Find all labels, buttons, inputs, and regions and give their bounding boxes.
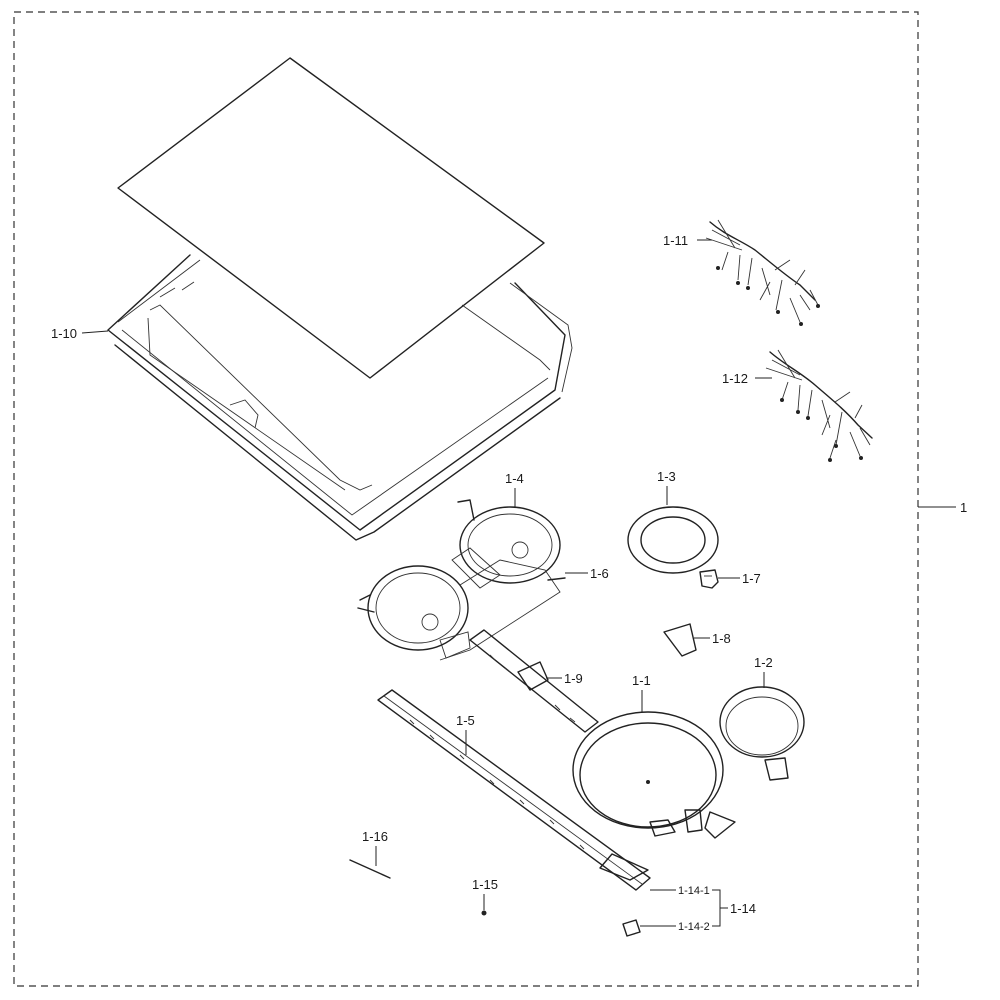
callout-1-10: 1-10 — [51, 326, 109, 341]
callout-1-4: 1-4 — [505, 471, 524, 508]
coil-ring-1-3 — [627, 506, 719, 574]
label-1-10: 1-10 — [51, 326, 77, 341]
plate-1-8 — [663, 623, 697, 657]
label-1-14-1: 1-14-1 — [678, 885, 710, 897]
assembly-callout: 1 — [918, 500, 967, 515]
callout-1-14-1: 1-14-1 — [650, 885, 710, 897]
sensor-clip-1-7 — [699, 569, 719, 589]
label-1-11: 1-11 — [663, 233, 688, 248]
label-1-14: 1-14 — [730, 901, 756, 916]
medium-coil-1-2 — [719, 686, 805, 781]
rail-1-5 — [377, 689, 651, 891]
callout-1-7: 1-7 — [718, 571, 761, 586]
rod-1-16 — [349, 859, 391, 879]
callout-1-14: 1-14 — [712, 889, 756, 927]
coil-bracket-assembly — [357, 499, 566, 661]
label-1-16: 1-16 — [362, 829, 388, 844]
callout-1-16: 1-16 — [362, 829, 388, 866]
glass-top-plate — [117, 57, 545, 379]
label-1-15: 1-15 — [472, 877, 498, 892]
callout-1-6: 1-6 — [565, 566, 609, 581]
wire-harness-1-11 — [705, 219, 820, 326]
callout-1-2: 1-2 — [754, 655, 773, 688]
callout-1-14-2: 1-14-2 — [640, 921, 710, 933]
callout-1-3: 1-3 — [657, 469, 676, 505]
callout-1-1: 1-1 — [632, 673, 651, 712]
label-1-14-2: 1-14-2 — [678, 921, 710, 933]
screw-1-15: 1-15 — [472, 877, 498, 916]
large-coil-1-1 — [572, 711, 736, 839]
callout-1-11: 1-11 — [663, 233, 712, 248]
callout-1-5: 1-5 — [456, 713, 475, 755]
assembly-boundary — [13, 11, 919, 987]
label-1-8: 1-8 — [712, 631, 731, 646]
label-1-1: 1-1 — [632, 673, 651, 688]
label-1-3: 1-3 — [657, 469, 676, 484]
label-1-7: 1-7 — [742, 571, 761, 586]
callout-1-9: 1-9 — [546, 671, 583, 686]
assembly-label: 1 — [960, 500, 967, 515]
frame-part — [107, 254, 573, 541]
callout-1-8: 1-8 — [694, 631, 731, 646]
cable-duct-1-9 — [469, 629, 599, 733]
label-1-4: 1-4 — [505, 471, 524, 486]
label-1-9: 1-9 — [564, 671, 583, 686]
label-1-6: 1-6 — [590, 566, 609, 581]
callout-1-12: 1-12 — [722, 371, 772, 386]
clip-1-14-2-part — [622, 919, 641, 937]
label-1-12: 1-12 — [722, 371, 748, 386]
label-1-5: 1-5 — [456, 713, 475, 728]
label-1-2: 1-2 — [754, 655, 773, 670]
wire-harness-1-12 — [765, 349, 873, 462]
